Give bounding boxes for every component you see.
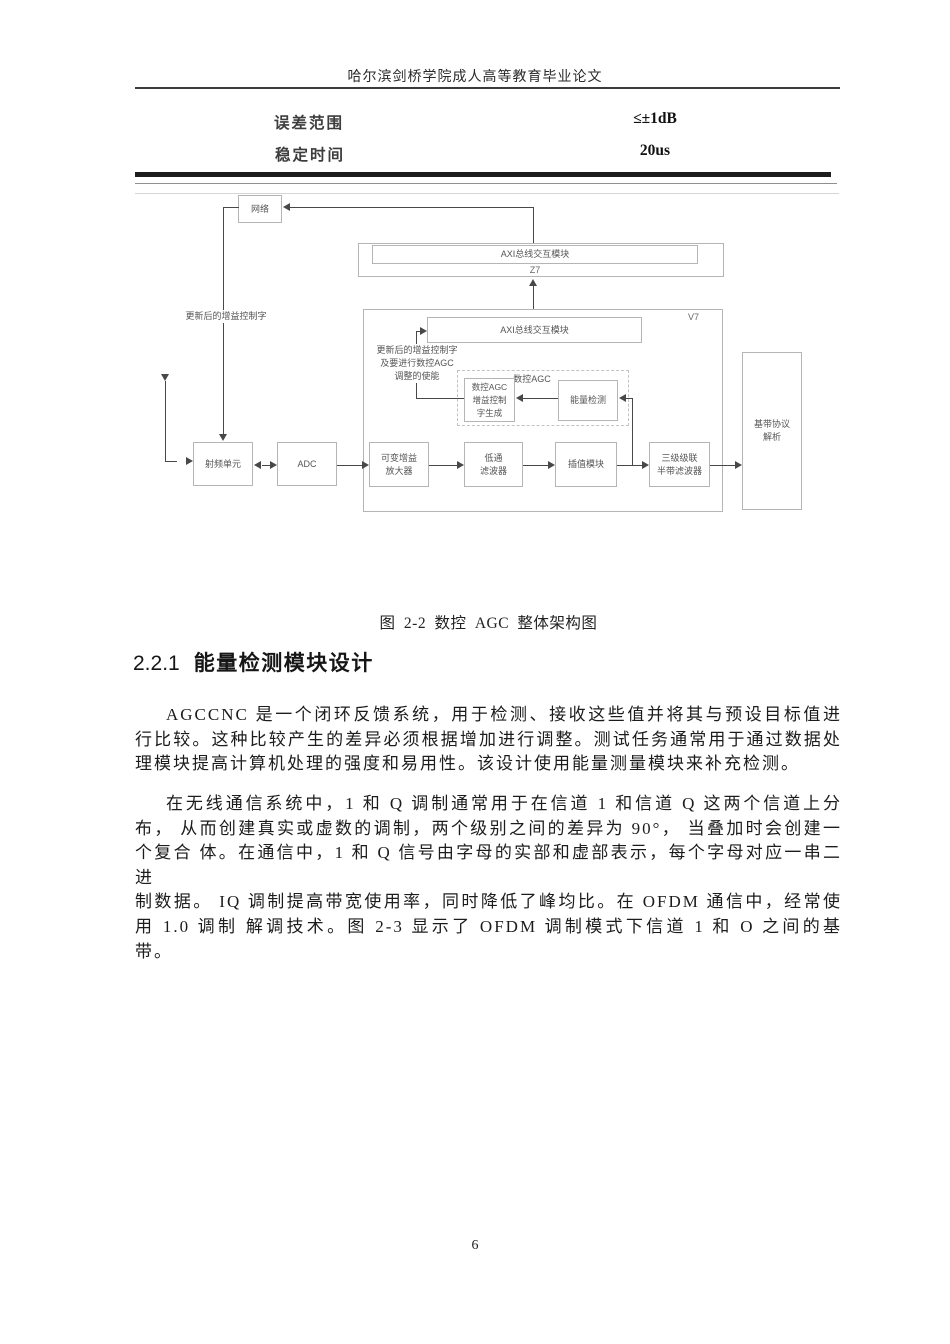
node-axi-bus-z7: AXI总线交互模块 — [372, 245, 698, 264]
connector-line — [165, 381, 166, 461]
paragraph-line: 个复合 体。在通信中，1 和 Q 信号由字母的实部和虚部表示，每个字母对应一串二… — [135, 843, 842, 887]
node-line: 半带滤波器 — [656, 465, 702, 476]
paragraph-line: 理模块提高计算机处理的强度和易用性。该设计使用能量测量模块来补充检测。 — [135, 754, 800, 774]
arrow-head — [735, 461, 742, 469]
arrow-head — [548, 461, 555, 469]
arrow-head — [420, 327, 427, 335]
arrow-head — [219, 434, 227, 441]
arrow-head — [516, 394, 523, 402]
node-lowpass-filter: 低通 滤波器 — [464, 442, 523, 487]
figure-caption: 图 2-2 数控 AGC 整体架构图 — [379, 615, 598, 632]
connector-line — [626, 398, 632, 399]
paragraph-line: 带。 — [135, 941, 173, 961]
node-adc: ADC — [277, 442, 337, 486]
connector-line — [533, 207, 534, 244]
connector-line — [523, 465, 549, 466]
node-adc-label: ADC — [297, 458, 317, 469]
table-label-settling-time: 稳定时间 — [275, 147, 346, 164]
node-axi-bus-z7-label: AXI总线交互模块 — [500, 249, 570, 259]
paragraph-line: 在无线通信系统中，1 和 Q 调制通常用于在信道 1 和信道 Q 这两个信道上分 — [166, 794, 842, 813]
label-line: 调整的使能 — [394, 371, 440, 381]
arrow-head — [186, 457, 193, 465]
paragraph-line: 行比较。这种比较产生的差异必须根据增加进行调整。测试任务通常用于通过数据处 — [135, 729, 842, 749]
arrow-head — [254, 461, 261, 469]
label-line: 及要进行数控AGC — [380, 358, 454, 368]
node-rf-unit-label: 射频单元 — [204, 458, 241, 469]
node-axi-bus-v7-label: AXI总线交互模块 — [500, 324, 569, 335]
agc-architecture-diagram: 网络 更新后的增益控制字 AXI总线交互模块 Z7 V7 AXI总线交互模块 — [0, 0, 950, 620]
page-header-title: 哈尔滨剑桥学院成人高等教育毕业论文 — [347, 70, 603, 85]
arrow-head — [457, 461, 464, 469]
arrow-head — [619, 394, 626, 402]
body-paragraph-1: AGCCNC 是一个闭环反馈系统，用于检测、接收这些值并将其与预设目标值进 行比… — [135, 703, 842, 777]
arrow-head — [529, 279, 537, 286]
paragraph-line: 制数据。 IQ 调制提高带宽使用率，同时降低了峰均比。在 OFDM 通信中，经常… — [135, 892, 842, 912]
node-gain-word-generator: 数控AGC 增益控制 字生成 — [464, 378, 515, 422]
tag-z7: Z7 — [529, 265, 541, 275]
node-line: 解析 — [762, 432, 781, 442]
node-line: 三级级联 — [661, 452, 698, 463]
node-line: 字生成 — [476, 407, 503, 418]
node-line: 基带协议 — [753, 419, 790, 429]
node-line: 数控AGC — [471, 381, 508, 392]
connector-line — [617, 465, 643, 466]
node-network: 网络 — [238, 195, 282, 223]
node-line: 放大器 — [385, 465, 413, 476]
connector-line — [523, 398, 558, 399]
arrow-head — [270, 461, 277, 469]
connector-line — [416, 398, 464, 399]
arrow-head — [642, 461, 649, 469]
label-gain-word-enable: 更新后的增益控制字 及要进行数控AGC 调整的使能 — [371, 344, 463, 383]
connector-line — [533, 286, 534, 317]
figure-top-edge — [135, 193, 839, 194]
paragraph-line: 用 1.0 调制 解调技术。图 2-3 显示了 OFDM 调制模式下信道 1 和… — [135, 916, 842, 936]
arrow-head — [161, 374, 169, 381]
label-line: 更新后的增益控制字 — [376, 345, 458, 355]
node-baseband-protocol: 基带协议 解析 — [742, 352, 802, 510]
node-energy-detect-label: 能量检测 — [569, 395, 606, 405]
connector-line — [710, 465, 736, 466]
paragraph-line: 布， 从而创建真实或虚数的调制，两个级别之间的差异为 90°， 当叠加时会创建一 — [135, 818, 842, 838]
section-number: 2.2.1 — [133, 652, 180, 675]
table-value-error-range: ≤±1dB — [633, 110, 677, 127]
node-energy-detect: 能量检测 — [558, 380, 618, 421]
body-paragraph-2: 在无线通信系统中，1 和 Q 调制通常用于在信道 1 和信道 Q 这两个信道上分… — [135, 792, 842, 964]
node-network-label: 网络 — [250, 203, 269, 214]
section-title: 能量检测模块设计 — [193, 652, 374, 675]
section-heading: 2.2.1 能量检测模块设计 — [133, 647, 853, 677]
arrow-head — [362, 461, 369, 469]
paragraph-line: AGCCNC 是一个闭环反馈系统，用于检测、接收这些值并将其与预设目标值进 — [166, 705, 842, 724]
connector-line — [632, 398, 633, 466]
node-line: 增益控制 — [472, 394, 507, 405]
tag-v7: V7 — [688, 312, 700, 322]
connector-line — [337, 465, 363, 466]
node-halfband-filter: 三级级联 半带滤波器 — [649, 442, 710, 487]
connector-line — [262, 465, 270, 466]
node-rf-unit: 射频单元 — [193, 442, 253, 486]
connector-line — [416, 331, 421, 332]
node-interpolation: 插值模块 — [555, 442, 617, 487]
node-line: 可变增益 — [380, 452, 417, 463]
node-vga: 可变增益 放大器 — [369, 442, 429, 487]
label-updated-gain-word: 更新后的增益控制字 — [180, 310, 272, 323]
node-line: 低通 — [484, 452, 503, 463]
node-interpolation-label: 插值模块 — [567, 459, 604, 469]
node-axi-bus-v7: AXI总线交互模块 — [427, 317, 642, 343]
node-line: 滤波器 — [479, 465, 507, 476]
connector-line — [165, 461, 177, 462]
arrow-head — [283, 203, 290, 211]
connector-line — [429, 465, 458, 466]
table-label-error-range: 误差范围 — [274, 115, 345, 132]
header-rule — [135, 87, 840, 89]
table-value-settling-time: 20us — [639, 142, 671, 159]
label-nc-agc: 数控AGC — [505, 373, 559, 386]
table-bottom-rule-thin — [135, 183, 837, 184]
connector-line — [289, 207, 533, 208]
page-number: 6 — [471, 1238, 479, 1253]
table-bottom-rule-thick — [135, 172, 831, 177]
connector-line — [223, 207, 239, 208]
